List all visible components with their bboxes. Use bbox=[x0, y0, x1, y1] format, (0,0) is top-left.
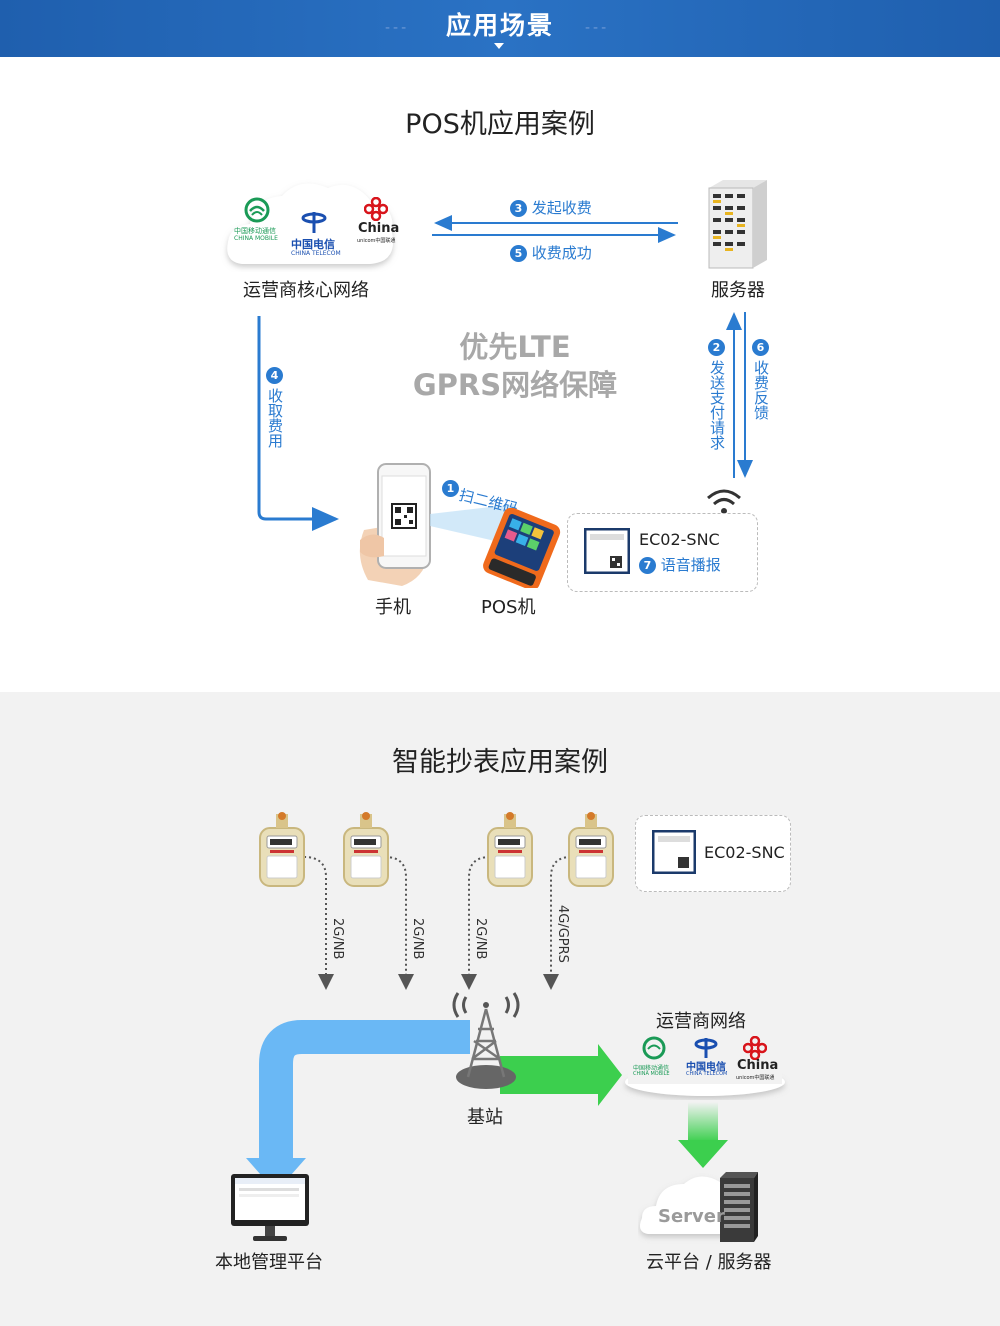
operator-core-label: 运营商核心网络 bbox=[243, 280, 369, 301]
wifi-icon bbox=[707, 489, 741, 514]
link-label-4: 4G/GPRS bbox=[555, 905, 570, 963]
arrow-step-4 bbox=[257, 316, 339, 531]
link-label-3: 2G/NB bbox=[473, 918, 488, 960]
cloud-server-label: 云平台 / 服务器 bbox=[646, 1252, 772, 1273]
mn-unicom-text: China bbox=[737, 1058, 779, 1073]
meter-module-name: EC02-SNC bbox=[704, 843, 785, 862]
local-platform-label: 本地管理平台 bbox=[215, 1252, 323, 1273]
link-label-1: 2G/NB bbox=[330, 918, 345, 960]
china-mobile-logo-icon bbox=[244, 197, 270, 223]
banner-dash-left: --- bbox=[385, 20, 410, 36]
smart-meter-3-icon bbox=[487, 812, 533, 887]
pos-module-name: EC02-SNC bbox=[639, 530, 720, 549]
mn-telecom-en: CHINA TELECOM bbox=[686, 1071, 728, 1077]
china-unicom-text: China bbox=[358, 221, 400, 236]
monitor-icon bbox=[231, 1174, 309, 1241]
smart-meter-4-icon bbox=[568, 812, 614, 887]
step-4-text: 收取费用 bbox=[266, 388, 284, 448]
server-rack-icon bbox=[708, 180, 767, 269]
cloud-server-icon bbox=[640, 1172, 758, 1242]
mn-mobile-text: 中国移动通信 bbox=[633, 1065, 670, 1072]
pos-arrows bbox=[257, 215, 753, 531]
step-6-badge: 6 bbox=[752, 337, 769, 356]
meter-section-bg bbox=[0, 692, 1000, 1326]
step-3-label: 3 发起收费 bbox=[510, 197, 592, 218]
banner-caret-icon bbox=[494, 43, 504, 49]
operator-network-label: 运营商网络 bbox=[656, 1011, 746, 1032]
link-label-2: 2G/NB bbox=[410, 918, 425, 960]
china-telecom-logo-icon bbox=[301, 212, 327, 233]
mn-mobile-en: CHINA MOBILE bbox=[633, 1071, 670, 1077]
operator-cloud-icon bbox=[227, 183, 394, 264]
china-mobile-text: 中国移动通信 bbox=[234, 227, 276, 235]
mn-telecom-logo-icon bbox=[694, 1038, 718, 1058]
china-telecom-en: CHINA TELECOM bbox=[291, 250, 341, 257]
base-station-tower-icon bbox=[452, 992, 520, 1089]
step-2-text: 发送支付请求 bbox=[708, 360, 726, 450]
china-mobile-en: CHINA MOBILE bbox=[234, 235, 278, 242]
pos-section-title: POS机应用案例 bbox=[405, 109, 595, 140]
mn-telecom-text: 中国电信 bbox=[686, 1062, 726, 1073]
pos-label: POS机 bbox=[481, 597, 536, 618]
base-station-label: 基站 bbox=[467, 1107, 503, 1128]
smart-meter-2-icon bbox=[343, 812, 389, 887]
phone-label: 手机 bbox=[375, 597, 411, 618]
ec02-module-chip-icon bbox=[584, 528, 630, 574]
phone-hand-icon bbox=[359, 463, 431, 586]
mn-mobile-logo-icon bbox=[642, 1036, 666, 1060]
mn-unicom-sub: unicom中国联通 bbox=[736, 1075, 775, 1081]
step-5-label: 5 收费成功 bbox=[510, 242, 592, 263]
server-word: Server bbox=[658, 1206, 725, 1227]
pos-terminal-icon bbox=[483, 508, 561, 588]
network-guarantee-text: 优先LTE GPRS网络保障 bbox=[412, 330, 618, 402]
step-6-text: 收费反馈 bbox=[752, 360, 770, 420]
server-label: 服务器 bbox=[711, 280, 765, 301]
china-telecom-text: 中国电信 bbox=[291, 238, 335, 251]
meter-ec02-chip-icon bbox=[652, 830, 696, 874]
meter-section-title: 智能抄表应用案例 bbox=[392, 747, 608, 778]
mn-unicom-logo-icon bbox=[743, 1036, 767, 1060]
banner-title: 应用场景 bbox=[445, 11, 554, 40]
china-unicom-logo-icon bbox=[364, 197, 388, 221]
step-2-badge: 2 bbox=[708, 337, 725, 356]
step-7-label: 7 语音播报 bbox=[639, 554, 721, 575]
smart-meter-1-icon bbox=[259, 812, 305, 887]
step-4-badge: 4 bbox=[266, 365, 283, 384]
scan-beam bbox=[430, 504, 516, 544]
meter-links bbox=[246, 856, 728, 1192]
china-unicom-sub: unicom中国联通 bbox=[357, 238, 396, 244]
banner-dash-right: --- bbox=[585, 20, 610, 36]
step-1-badge: 1 bbox=[442, 478, 459, 497]
